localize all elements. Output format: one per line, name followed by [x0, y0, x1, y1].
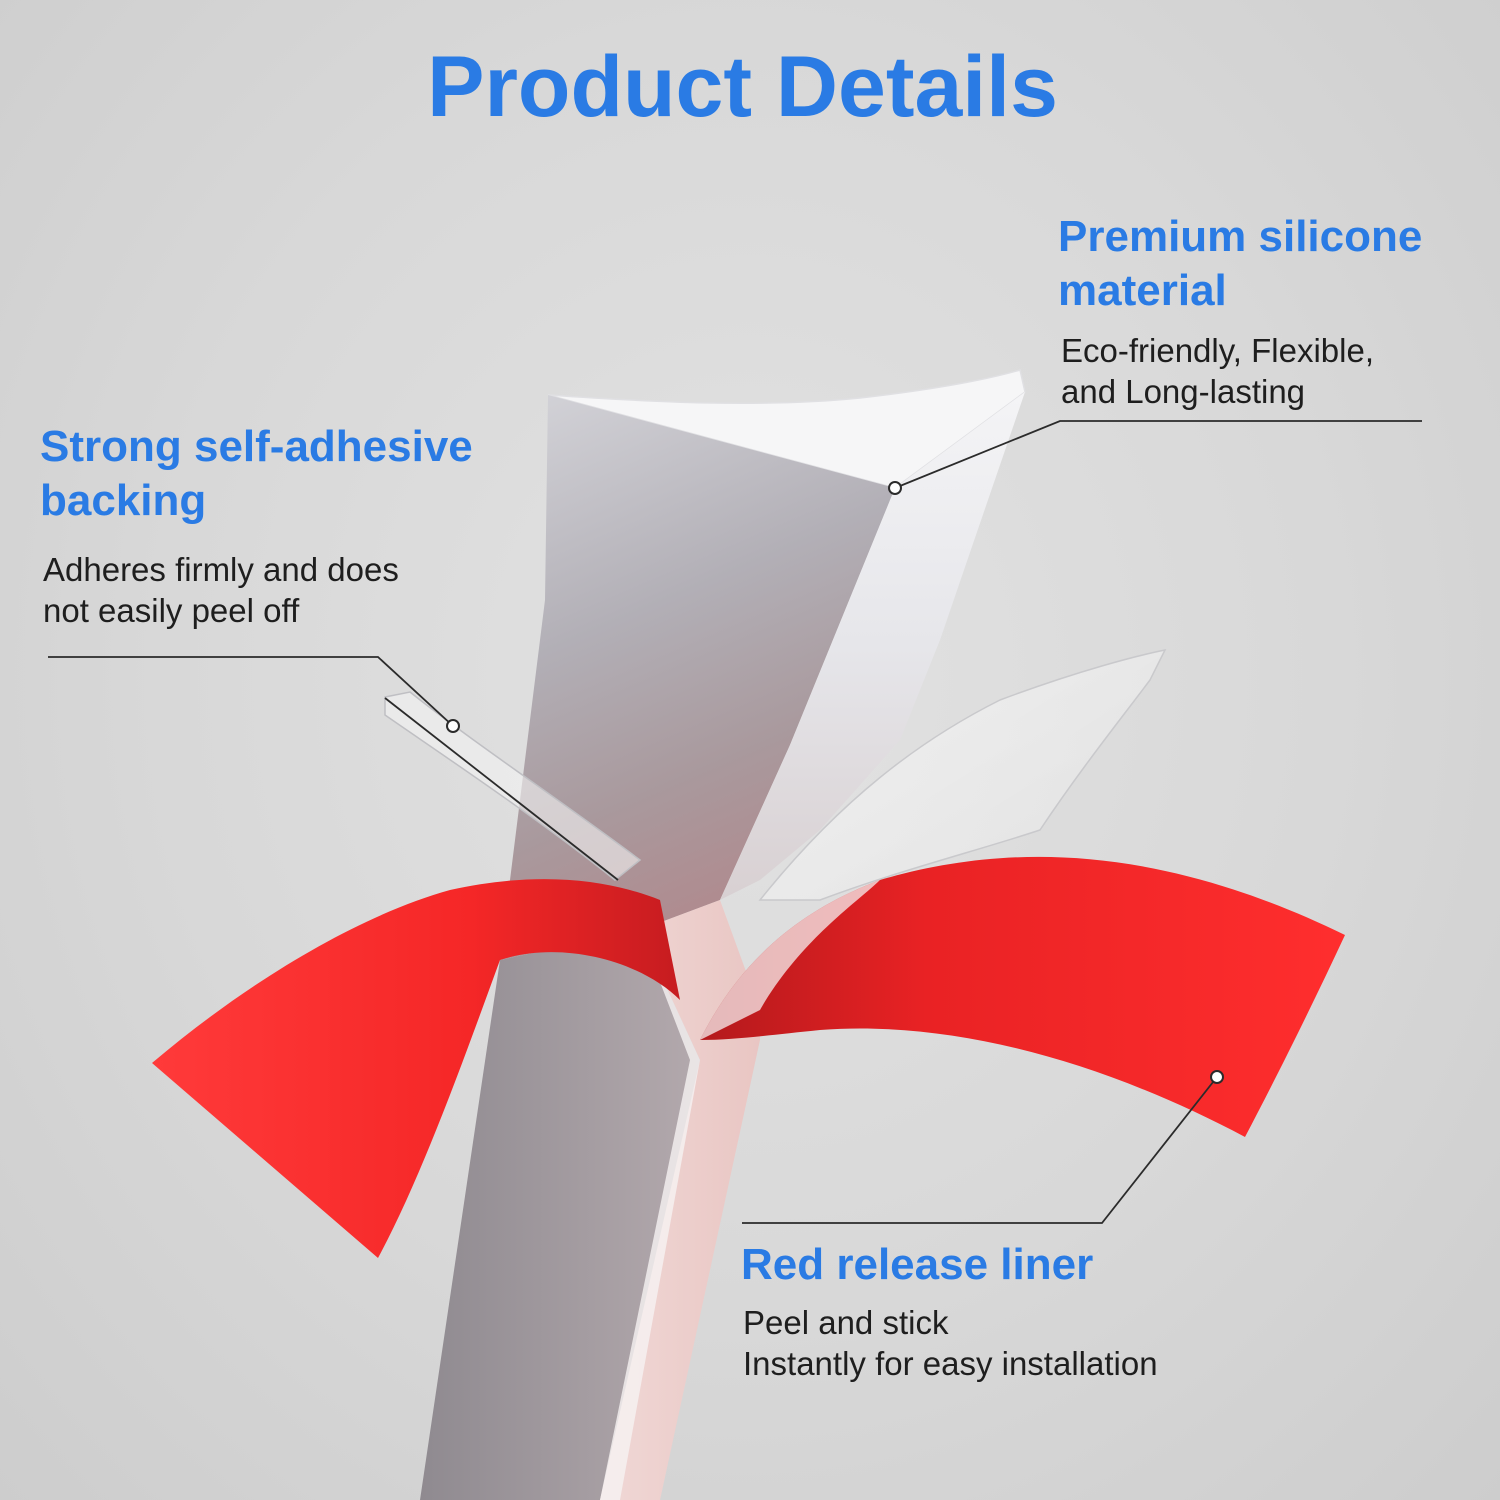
leader-line-liner: [742, 1076, 1218, 1224]
adhesive-film-left: [384, 691, 642, 881]
callout-heading-material: Premium silicone material: [1058, 210, 1422, 318]
callout-body-adhesive: Adheres firmly and does not easily peel …: [43, 549, 399, 631]
callout-heading-material-line-2: material: [1058, 266, 1227, 315]
callout-heading-material-line-1: Premium silicone: [1058, 212, 1423, 261]
red-liner-right-curl: [700, 880, 880, 1040]
adhesive-film-right: [758, 648, 1167, 901]
leader-line-adhesive: [48, 656, 454, 727]
callout-heading-liner: Red release liner: [741, 1238, 1093, 1292]
callout-heading-adhesive-line-1: Strong self-adhesive: [40, 422, 473, 471]
callout-dot-material: [888, 481, 902, 495]
strip-top-face: [547, 369, 1026, 489]
callout-body-material-line-1: Eco-friendly, Flexible,: [1061, 332, 1375, 369]
callout-body-liner-line-2: Instantly for easy installation: [743, 1345, 1158, 1382]
strip-right-face: [720, 392, 1025, 900]
callout-body-liner-line-1: Peel and stick: [743, 1304, 949, 1341]
leader-line-material: [894, 420, 1422, 489]
callout-body-adhesive-line-2: not easily peel off: [43, 592, 300, 629]
callout-body-material: Eco-friendly, Flexible, and Long-lasting: [1061, 330, 1374, 412]
adhesive-film-edge: [384, 697, 619, 881]
callout-heading-adhesive: Strong self-adhesive backing: [40, 420, 473, 528]
callout-heading-adhesive-line-2: backing: [40, 476, 207, 525]
callout-dot-liner: [1210, 1070, 1224, 1084]
red-liner-left: [152, 879, 680, 1258]
page-title: Product Details: [427, 39, 1058, 135]
callout-heading-liner-line-1: Red release liner: [741, 1240, 1094, 1289]
callout-body-material-line-2: and Long-lasting: [1061, 373, 1306, 410]
callout-body-adhesive-line-1: Adheres firmly and does: [43, 551, 399, 588]
callout-dot-adhesive: [446, 719, 460, 733]
callout-body-liner: Peel and stick Instantly for easy instal…: [743, 1302, 1158, 1384]
strip-left-face: [500, 395, 895, 960]
red-liner-right: [700, 856, 1345, 1137]
